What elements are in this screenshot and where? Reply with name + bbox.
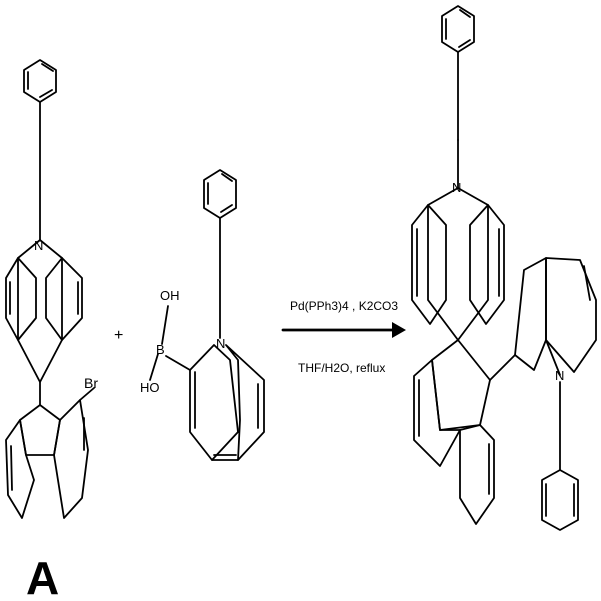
product-nitrogen-top: N [452,180,461,195]
product: N N [412,6,596,530]
bromine-label: Br [84,375,98,391]
compound-a: N Br A [6,60,98,601]
boron-label: B [156,342,165,357]
hydroxyl-top: OH [160,288,180,303]
conditions-catalyst: Pd(PPh3)4 , K2CO3 [290,299,398,313]
boronic-nitrogen: N [216,336,225,351]
compound-a-label: A [26,552,59,601]
product-nitrogen-right: N [555,368,564,383]
conditions-solvent: THF/H2O, reflux [298,361,385,375]
boronic-acid: N B OH HO [140,170,264,460]
plus-sign: + [114,327,123,344]
compound-a-nitrogen: N [34,238,43,253]
hydroxyl-left: HO [140,380,160,395]
reaction-arrow [283,322,406,338]
